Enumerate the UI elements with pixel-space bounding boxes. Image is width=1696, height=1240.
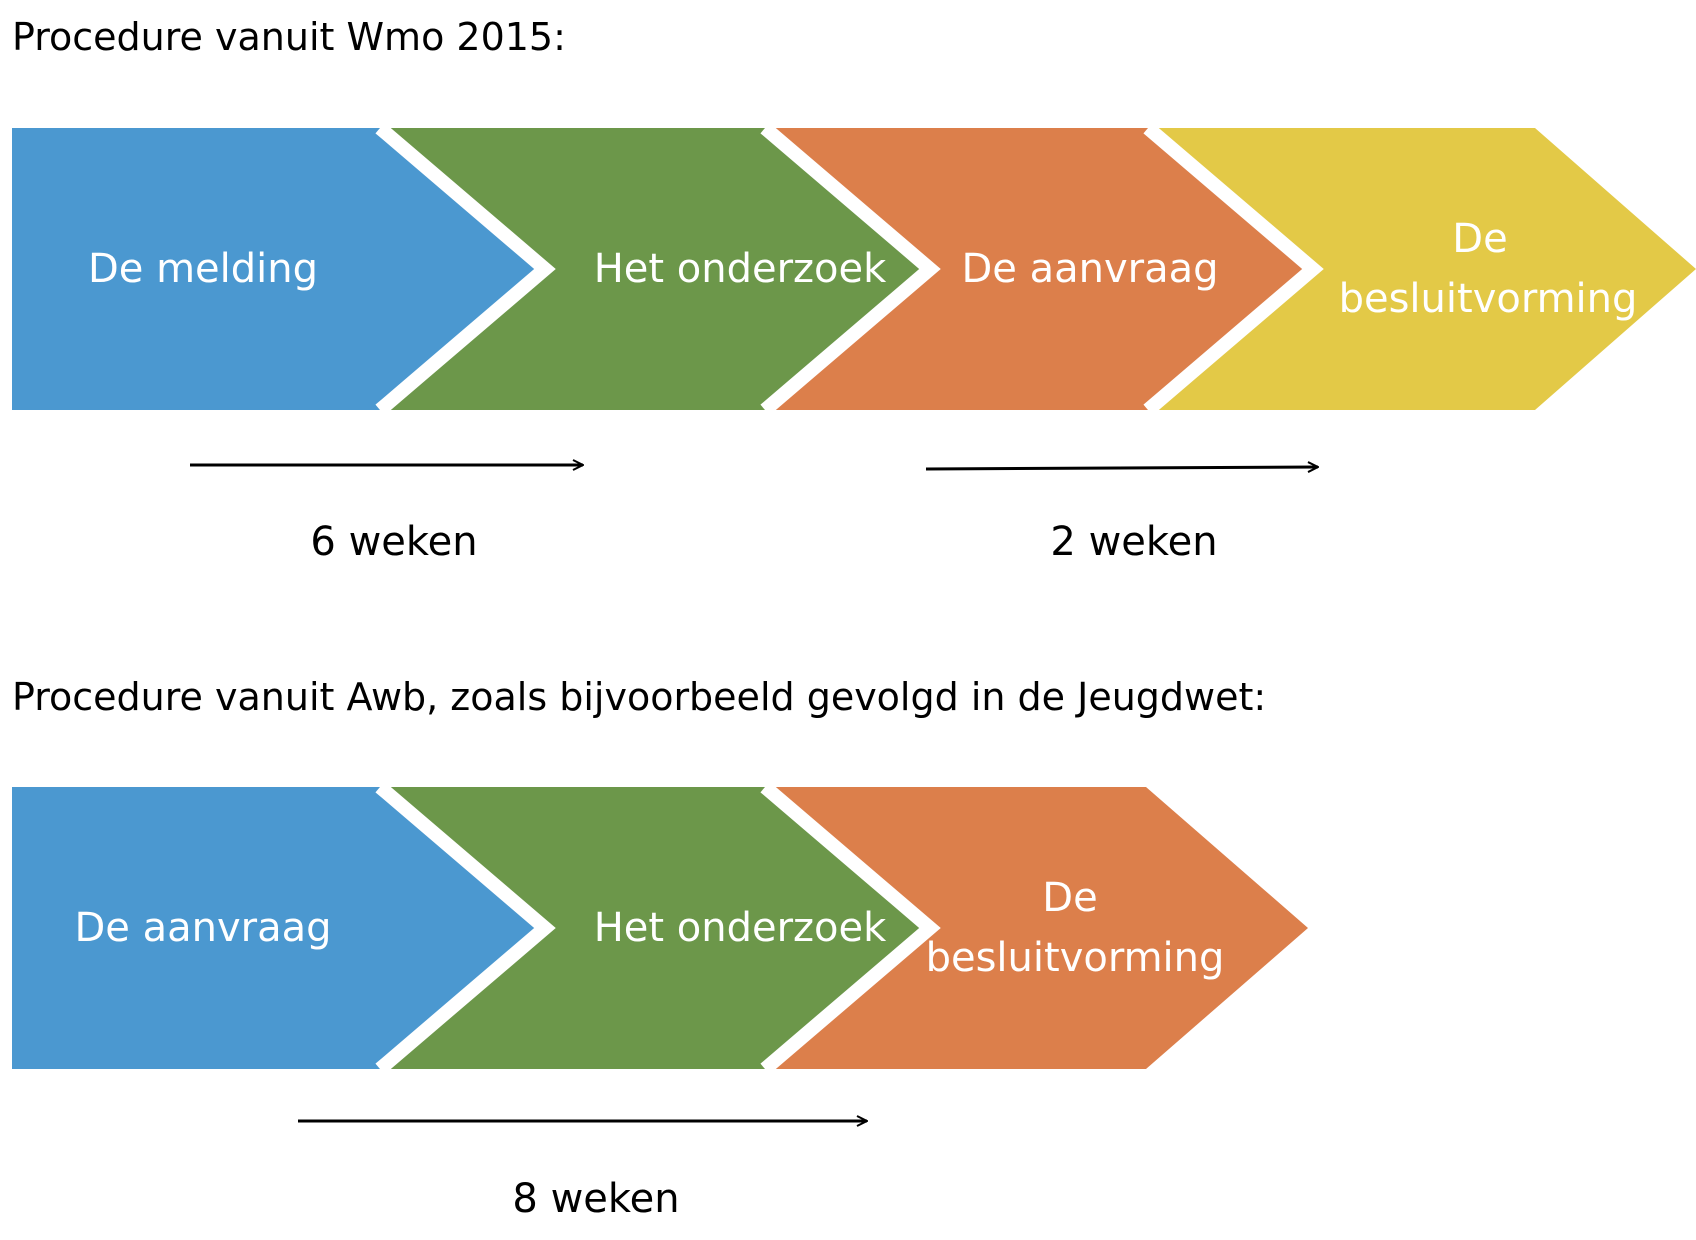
wmo-step-1-label: De melding	[88, 246, 318, 292]
wmo-separator-2	[760, 122, 941, 416]
wmo-step-2-chevron	[380, 128, 930, 410]
wmo-process-row: De melding Het onderzoek De aanvraag De …	[12, 122, 1696, 565]
wmo-duration-arrow-2	[925, 467, 1318, 469]
awb-step-1-chevron	[12, 787, 545, 1069]
awb-step-2-label: Het onderzoek	[594, 905, 887, 951]
awb-step-1-label: De aanvraag	[74, 905, 331, 951]
awb-separator-1	[375, 781, 556, 1075]
wmo-step-3-chevron	[765, 128, 1313, 410]
awb-duration-label: 8 weken	[512, 1176, 679, 1222]
awb-step-3-chevron	[765, 787, 1308, 1069]
wmo-step-4-chevron	[1148, 128, 1696, 410]
wmo-separator-1	[375, 122, 556, 416]
awb-process-row: De aanvraag Het onderzoek De besluitvorm…	[12, 781, 1308, 1222]
awb-separator-2	[760, 781, 941, 1075]
awb-step-3-label-line-1: De	[1042, 875, 1097, 921]
awb-procedure-title: Procedure vanuit Awb, zoals bijvoorbeeld…	[12, 675, 1267, 719]
wmo-procedure-title: Procedure vanuit Wmo 2015:	[12, 15, 566, 59]
wmo-step-3-label: De aanvraag	[961, 246, 1218, 292]
wmo-step-4-label-line-1: De	[1452, 216, 1507, 262]
awb-step-2-chevron	[380, 787, 930, 1069]
wmo-duration-label-1: 6 weken	[310, 519, 477, 565]
wmo-separator-3	[1143, 122, 1324, 416]
awb-step-3-label-line-2: besluitvorming	[926, 935, 1225, 981]
wmo-step-1-chevron	[12, 128, 545, 410]
wmo-duration-label-2: 2 weken	[1050, 519, 1217, 565]
wmo-step-2-label: Het onderzoek	[594, 246, 887, 292]
wmo-step-4-label-line-2: besluitvorming	[1339, 276, 1638, 322]
